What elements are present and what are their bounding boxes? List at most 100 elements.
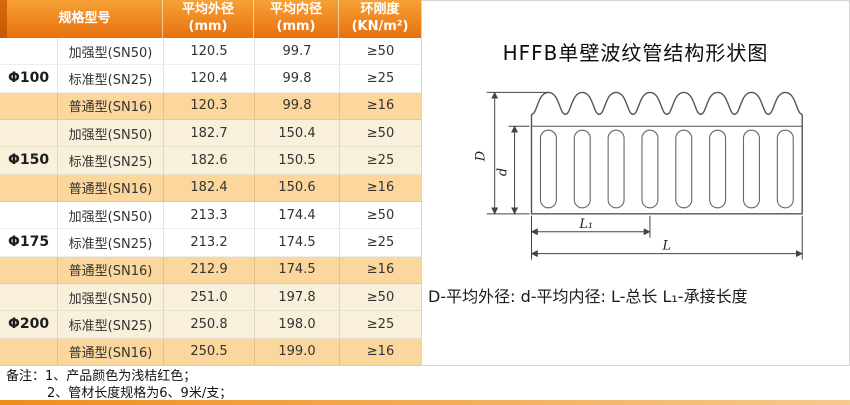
size-cell <box>0 119 58 147</box>
header-accent-bar <box>0 0 7 38</box>
id-cell: 150.6 <box>255 174 340 201</box>
size-cell: Φ100 <box>0 65 58 92</box>
stiffness-cell: ≥16 <box>366 98 395 114</box>
remarks: 备注： 1、产品颜色为浅桔红色； 2、管材长度规格为6、9米/支； <box>0 366 850 401</box>
header-avg-outer-diameter: 平均外径 (mm) <box>163 0 254 38</box>
size-cell <box>0 338 58 365</box>
type-cell: 标准型(SN25) <box>58 65 164 92</box>
pipe-structure-diagram: D d L₁ L <box>473 91 803 260</box>
id-cell: 150.4 <box>255 119 340 147</box>
table-row: 普通型(SN16) 212.9 174.5 ≥16 <box>0 256 421 284</box>
od-cell: 182.4 <box>164 174 255 201</box>
id-cell: 174.4 <box>255 201 340 229</box>
id-cell: 174.5 <box>255 229 340 256</box>
bottom-accent-bar <box>0 400 850 405</box>
id-cell: 199.0 <box>255 338 340 365</box>
header-ring-stiffness: 环刚度 (KN/m²) <box>339 0 421 38</box>
size-cell <box>0 283 58 311</box>
size-cell <box>0 38 58 65</box>
table-row: 加强型(SN50) 182.7 150.4 ≥50 <box>0 119 421 148</box>
size-cell <box>0 174 58 201</box>
table-row: Φ200 标准型(SN25) 250.8 198.0 ≥25 <box>0 311 421 339</box>
id-cell: 99.8 <box>255 92 340 119</box>
od-cell: 182.7 <box>164 119 255 147</box>
dimension-lines <box>486 91 803 260</box>
diagram-caption: D-平均外径: d-平均内径: L-总长 L₁-承接长度 <box>428 287 748 306</box>
stiffness-cell: ≥50 <box>366 207 395 223</box>
header-avg-inner-diameter: 平均内径 (mm) <box>254 0 339 38</box>
stiffness-cell: ≥16 <box>366 180 395 196</box>
od-cell: 213.3 <box>164 201 255 229</box>
stiffness-cell: ≥25 <box>366 70 395 86</box>
type-cell: 加强型(SN50) <box>58 201 164 229</box>
type-cell: 加强型(SN50) <box>58 119 164 147</box>
id-cell: 174.5 <box>255 256 340 283</box>
od-cell: 182.6 <box>164 147 255 174</box>
stiffness-cell: ≥50 <box>366 43 395 59</box>
table-row: 普通型(SN16) 250.5 199.0 ≥16 <box>0 338 421 365</box>
header-stiff-line2: (KN/m²) <box>351 19 409 34</box>
od-cell: 250.5 <box>164 338 255 365</box>
od-cell: 250.8 <box>164 311 255 338</box>
header-spec-label: 规格型号 <box>58 10 111 26</box>
header-spec-model: 规格型号 <box>7 0 163 38</box>
table-row: Φ100 标准型(SN25) 120.4 99.8 ≥25 <box>0 65 421 93</box>
id-cell: 197.8 <box>255 283 340 311</box>
type-cell: 普通型(SN16) <box>58 338 164 365</box>
type-cell: 普通型(SN16) <box>58 174 164 201</box>
table-row: 加强型(SN50) 213.3 174.4 ≥50 <box>0 201 421 230</box>
header-id-line2: (mm) <box>276 19 316 34</box>
remarks-prefix: 备注： <box>6 369 46 384</box>
od-cell: 212.9 <box>164 256 255 283</box>
table-row: 普通型(SN16) 120.3 99.8 ≥16 <box>0 92 421 120</box>
type-cell: 普通型(SN16) <box>58 92 164 119</box>
header-stiff-line1: 环刚度 <box>360 2 400 18</box>
type-cell: 标准型(SN25) <box>58 311 164 338</box>
table-row: Φ150 标准型(SN25) 182.6 150.5 ≥25 <box>0 147 421 175</box>
header-od-line1: 平均外径 <box>181 2 234 18</box>
table-header-row: 规格型号 平均外径 (mm) 平均内径 (mm) 环刚度 (KN/m²) <box>0 0 421 38</box>
dim-label-L1: L₁ <box>578 217 593 232</box>
dim-label-d: d <box>495 168 510 176</box>
stiffness-cell: ≥16 <box>366 262 395 278</box>
stiffness-cell: ≥50 <box>366 125 395 141</box>
table-row: Φ175 标准型(SN25) 213.2 174.5 ≥25 <box>0 229 421 257</box>
dim-label-D: D <box>473 150 488 162</box>
stiffness-cell: ≥16 <box>366 344 395 360</box>
spec-table: 规格型号 平均外径 (mm) 平均内径 (mm) 环刚度 (KN/m²) 加强型… <box>0 0 421 366</box>
diagram-panel: HFFB单壁波纹管结构形状图 <box>421 0 850 366</box>
remark-item-1: 1、产品颜色为浅桔红色； <box>45 369 197 384</box>
od-cell: 251.0 <box>164 283 255 311</box>
size-cell <box>0 92 58 119</box>
size-cell: Φ150 <box>0 147 58 174</box>
id-cell: 150.5 <box>255 147 340 174</box>
type-cell: 加强型(SN50) <box>58 38 164 65</box>
remark-item-2: 2、管材长度规格为6、9米/支； <box>47 386 233 401</box>
pipe-outline <box>530 91 803 215</box>
header-id-line1: 平均内径 <box>269 2 322 18</box>
table-row: 普通型(SN16) 182.4 150.6 ≥16 <box>0 174 421 202</box>
size-cell <box>0 201 58 229</box>
id-cell: 198.0 <box>255 311 340 338</box>
od-cell: 120.3 <box>164 92 255 119</box>
size-cell: Φ175 <box>0 229 58 256</box>
corrugation-ribs <box>539 129 794 209</box>
stiffness-cell: ≥25 <box>366 152 395 168</box>
size-cell <box>0 256 58 283</box>
od-cell: 213.2 <box>164 229 255 256</box>
table-body: 加强型(SN50) 120.5 99.7 ≥50 Φ100 标准型(SN25) … <box>0 38 421 366</box>
id-cell: 99.7 <box>255 38 340 65</box>
type-cell: 标准型(SN25) <box>58 229 164 256</box>
od-cell: 120.4 <box>164 65 255 92</box>
type-cell: 加强型(SN50) <box>58 283 164 311</box>
stiffness-cell: ≥50 <box>366 289 395 305</box>
type-cell: 普通型(SN16) <box>58 256 164 283</box>
type-cell: 标准型(SN25) <box>58 147 164 174</box>
diagram-title: HFFB单壁波纹管结构形状图 <box>502 41 769 65</box>
id-cell: 99.8 <box>255 65 340 92</box>
stiffness-cell: ≥25 <box>366 234 395 250</box>
stiffness-cell: ≥25 <box>366 316 395 332</box>
table-row: 加强型(SN50) 251.0 197.8 ≥50 <box>0 283 421 312</box>
table-row: 加强型(SN50) 120.5 99.7 ≥50 <box>0 38 421 66</box>
header-od-line2: (mm) <box>188 19 228 34</box>
